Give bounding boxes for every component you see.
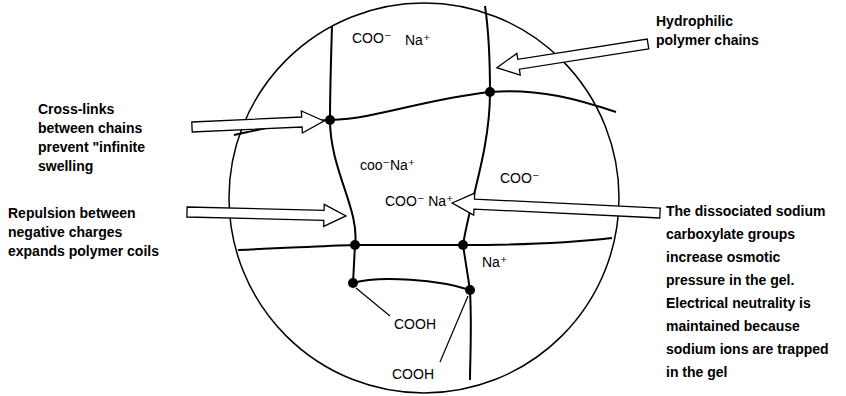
hollow-arrow [192,110,325,138]
hollow-arrow [495,33,650,78]
cross-link-dot [350,240,360,250]
polymer-chain [353,279,470,290]
callout-note: Repulsion between negative charges expan… [8,204,180,261]
ion-label: Na⁺ [482,254,507,270]
polymer-chain [234,91,616,135]
polymer-chain [238,238,612,250]
cross-link-dot [348,278,358,288]
chemical-group: COO⁻ Na⁺ [385,193,453,209]
cross-link-dot [325,115,335,125]
cross-link-dot [458,240,468,250]
chemical-group: COO⁻ [500,170,539,186]
cross-link-dot [465,285,475,295]
ion-label: Na⁺ [405,32,430,48]
leader-line [356,288,390,316]
hollow-arrow [452,192,661,224]
cross-link-dot [485,87,495,97]
hollow-arrow [187,201,346,227]
leader-line [440,296,468,362]
callout-note: Cross-links between chains prevent "infi… [38,100,170,176]
callout-note: The dissociated sodium carboxylate group… [666,200,842,384]
chemical-group: COO⁻ [352,30,391,46]
callout-note: Hydrophilic polymer chains [656,12,766,50]
chemical-group: COOH [394,316,436,332]
polymer-chain [463,6,490,380]
chemical-group: coo⁻Na⁺ [360,157,415,173]
chemical-group: COOH [392,366,434,382]
